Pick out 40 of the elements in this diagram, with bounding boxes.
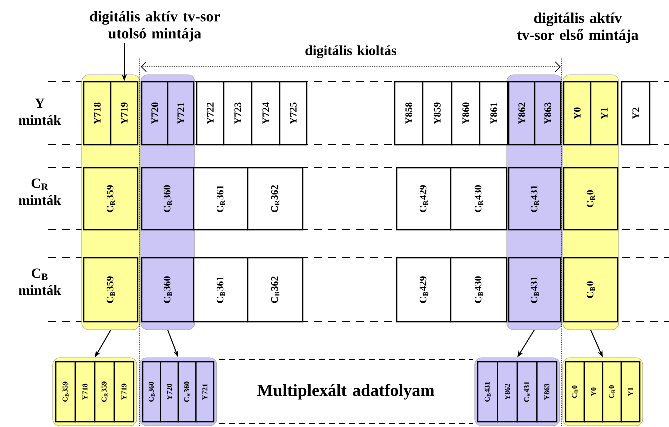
stream-label: Multiplexált adatfolyam — [258, 384, 434, 400]
sample-cell: C$_{B}$0 — [563, 257, 619, 323]
sample-cell: Y863 — [534, 81, 562, 146]
sample-cell: C$_{R}$0 — [563, 167, 619, 231]
sample-cell: Y722 — [196, 81, 225, 146]
sample-cell: C$_{B}$429 — [396, 257, 452, 323]
row-label: C$_{R}$ minták — [19, 178, 62, 206]
heading-text: digitális aktív tv-sor első mintája — [517, 12, 639, 44]
sample-cell: C$_{R}$359 — [83, 167, 139, 231]
sample-cell: Y0 — [563, 81, 592, 146]
sample-cell: C$_{B}$362 — [247, 257, 304, 323]
sample-cell: C$_{B}$360 — [141, 257, 195, 323]
sample-cell: Y725 — [279, 81, 308, 146]
sample-cell: Y862 — [508, 81, 536, 146]
sample-cell: C$_{B}$361 — [193, 257, 249, 323]
sample-cell: Y721 — [167, 81, 195, 146]
sample-cell: C$_{B}$359 — [83, 257, 139, 323]
sample-cell: Y718 — [83, 81, 112, 146]
heading-text: digitális aktív tv-sor utolsó mintája — [90, 11, 220, 42]
sample-cell: C$_{R}$361 — [193, 167, 249, 231]
sample-cell: Y859 — [422, 81, 453, 146]
sample-cell: Y860 — [451, 81, 481, 146]
sample-cell: Y858 — [394, 81, 424, 146]
sample-cell: C$_{R}$362 — [247, 167, 304, 231]
sample-cell: Y1 — [590, 81, 619, 146]
row-label: Y minták — [19, 98, 62, 126]
row-label: C$_{B}$ minták — [19, 268, 62, 296]
sample-cell: Y719 — [110, 81, 139, 146]
sample-cell: C$_{B}$430 — [450, 257, 508, 323]
sample-cell: Y723 — [223, 81, 253, 146]
sample-cell: Y724 — [251, 81, 281, 146]
sample-cell: Y2 — [621, 81, 651, 146]
sample-cell: Y720 — [141, 81, 169, 146]
dimension-label: digitális kioltás — [306, 46, 397, 58]
sample-cell: C$_{R}$360 — [141, 167, 195, 231]
sample-cell: C$_{B}$431 — [508, 257, 562, 323]
sample-cell: C$_{R}$431 — [508, 167, 562, 231]
sample-cell: C$_{R}$429 — [396, 167, 452, 231]
sample-cell: C$_{R}$430 — [450, 167, 508, 231]
sample-cell: Y861 — [479, 81, 509, 146]
